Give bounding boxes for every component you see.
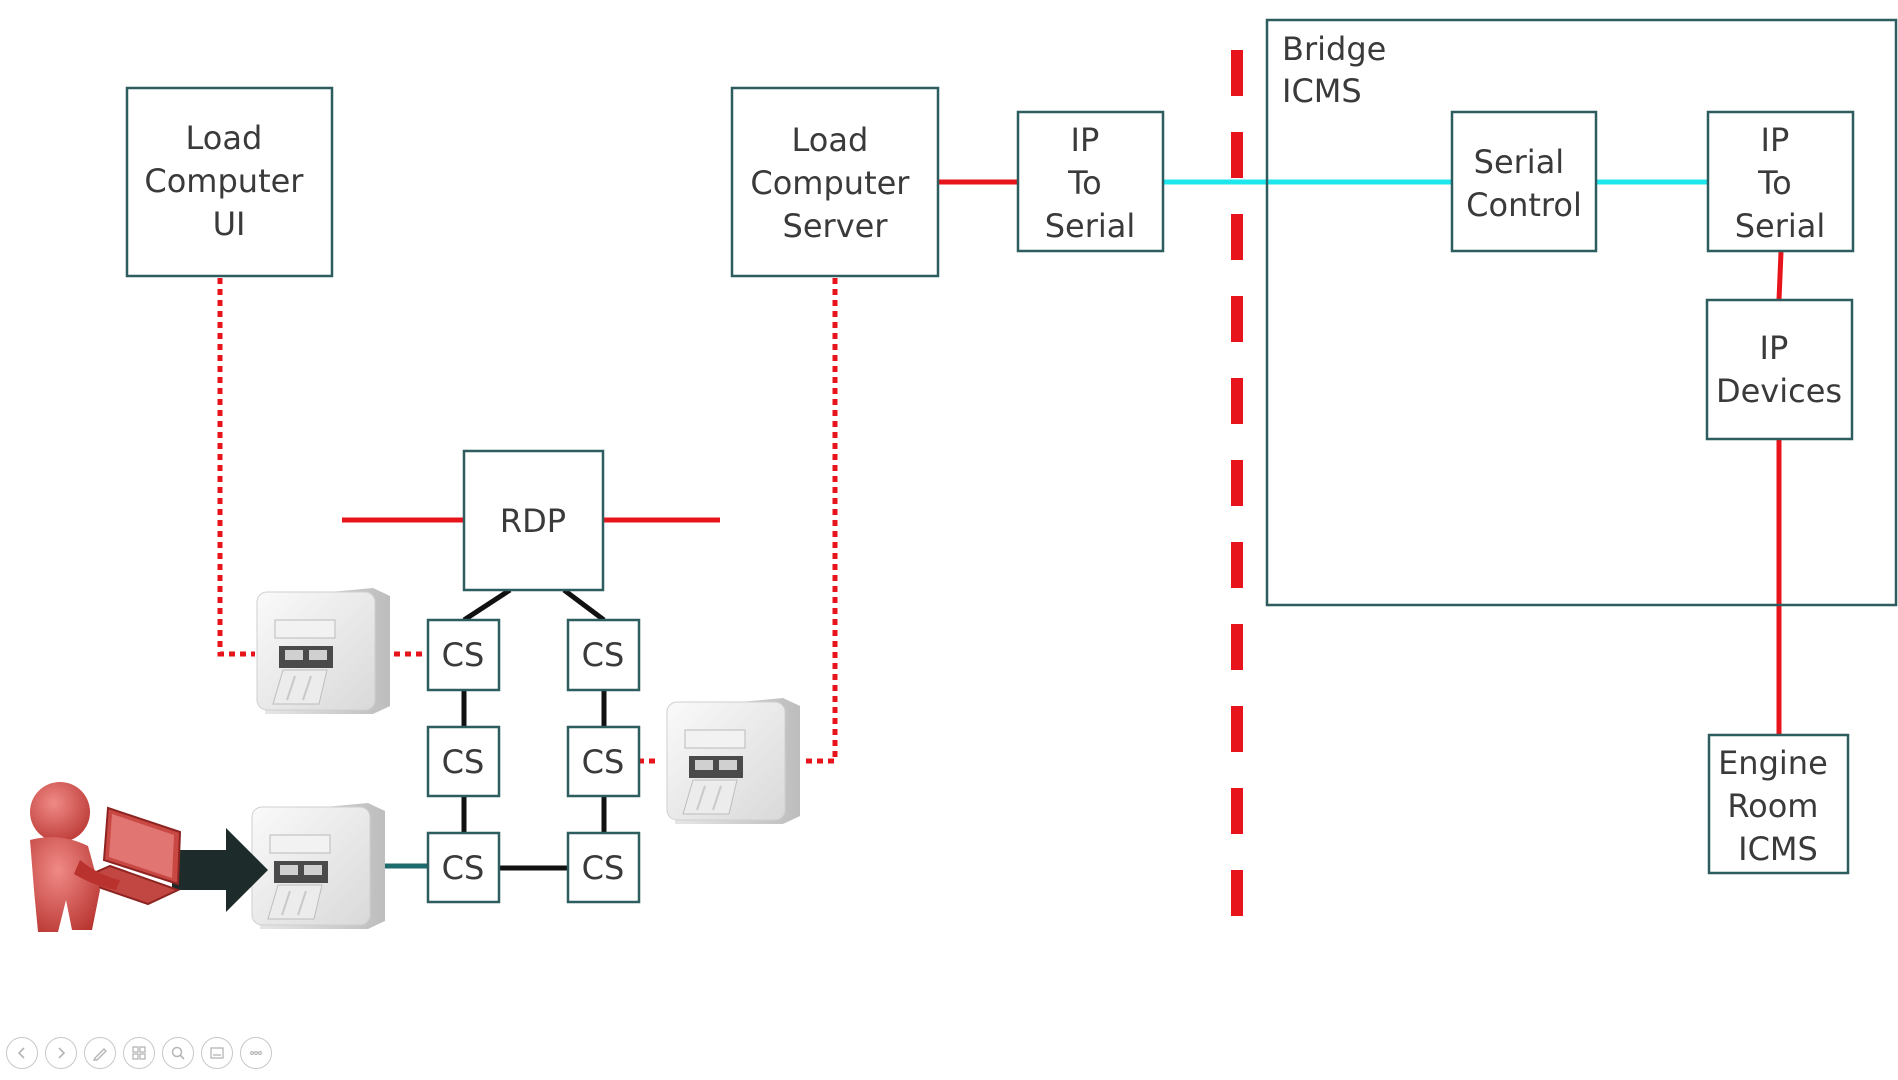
slides-button[interactable] — [123, 1037, 155, 1069]
cs-box[interactable]: CS — [566, 831, 641, 904]
cs-box[interactable]: CS — [566, 725, 641, 798]
svg-text:CS: CS — [442, 849, 485, 887]
cs-box[interactable]: CS — [426, 831, 501, 904]
slideshow-toolbar — [6, 1037, 272, 1069]
svg-text:Engine Room IC: Engine Room ICMS — [1718, 744, 1838, 868]
box-ip-to-serial-1[interactable]: IP To Serial — [1016, 110, 1165, 253]
cs-box[interactable]: CS — [426, 725, 501, 798]
more-icon — [250, 1051, 262, 1055]
box-load-computer-server[interactable]: Load Computer Server — [730, 86, 940, 278]
subtitles-icon — [210, 1047, 224, 1059]
svg-text:Load Computer: Load Computer Server — [750, 121, 919, 245]
slides-icon — [132, 1046, 146, 1060]
svg-text:RDP: RDP — [500, 502, 566, 540]
ip-serial-to-ip-devices-line — [1776, 251, 1784, 301]
bridge-icms-container — [1265, 18, 1898, 607]
more-button[interactable] — [240, 1037, 272, 1069]
svg-text:CS: CS — [582, 636, 625, 674]
cs-box[interactable]: CS — [426, 618, 501, 692]
bridge-icms-label: Bridge ICMS — [1282, 30, 1396, 110]
dotted-link-ui-socket — [217, 278, 255, 657]
svg-text:CS: CS — [582, 849, 625, 887]
zoom-button[interactable] — [162, 1037, 194, 1069]
box-ip-devices[interactable]: IP Devices — [1705, 298, 1854, 441]
subtitles-button[interactable] — [201, 1037, 233, 1069]
wall-socket-icon — [256, 588, 390, 714]
svg-text:CS: CS — [582, 743, 625, 781]
box-serial-control[interactable]: Serial Control — [1450, 110, 1598, 253]
svg-text:CS: CS — [442, 743, 485, 781]
arrow-right-icon — [172, 828, 268, 912]
svg-text:Serial Control: Serial Control — [1466, 143, 1582, 224]
box-rdp[interactable]: RDP — [462, 449, 605, 592]
pen-icon — [92, 1048, 107, 1061]
svg-text:IP To Serial: IP To Serial — [1045, 121, 1136, 245]
svg-text:CS: CS — [442, 636, 485, 674]
cs-ring-links — [461, 587, 607, 871]
next-button[interactable] — [45, 1037, 77, 1069]
dotted-link-server-socket — [804, 278, 838, 764]
wall-socket-icon — [251, 803, 385, 929]
svg-text:IP To Serial: IP To Serial — [1735, 121, 1826, 245]
pen-button[interactable] — [84, 1037, 116, 1069]
previous-icon — [17, 1047, 25, 1059]
box-load-computer-ui[interactable]: Load Computer UI — [125, 86, 334, 278]
svg-text:Load Computer: Load Computer UI — [144, 119, 313, 243]
next-icon — [58, 1047, 66, 1059]
zoom-icon — [171, 1046, 185, 1060]
svg-text:IP Devices: IP Devices — [1716, 329, 1842, 410]
wall-socket-icon — [666, 698, 800, 824]
box-engine-room-icms[interactable]: Engine Room ICMS — [1707, 733, 1850, 875]
cs-box[interactable]: CS — [566, 618, 641, 692]
box-ip-to-serial-2[interactable]: IP To Serial — [1706, 110, 1855, 253]
person-laptop-icon — [30, 782, 182, 932]
previous-button[interactable] — [6, 1037, 38, 1069]
